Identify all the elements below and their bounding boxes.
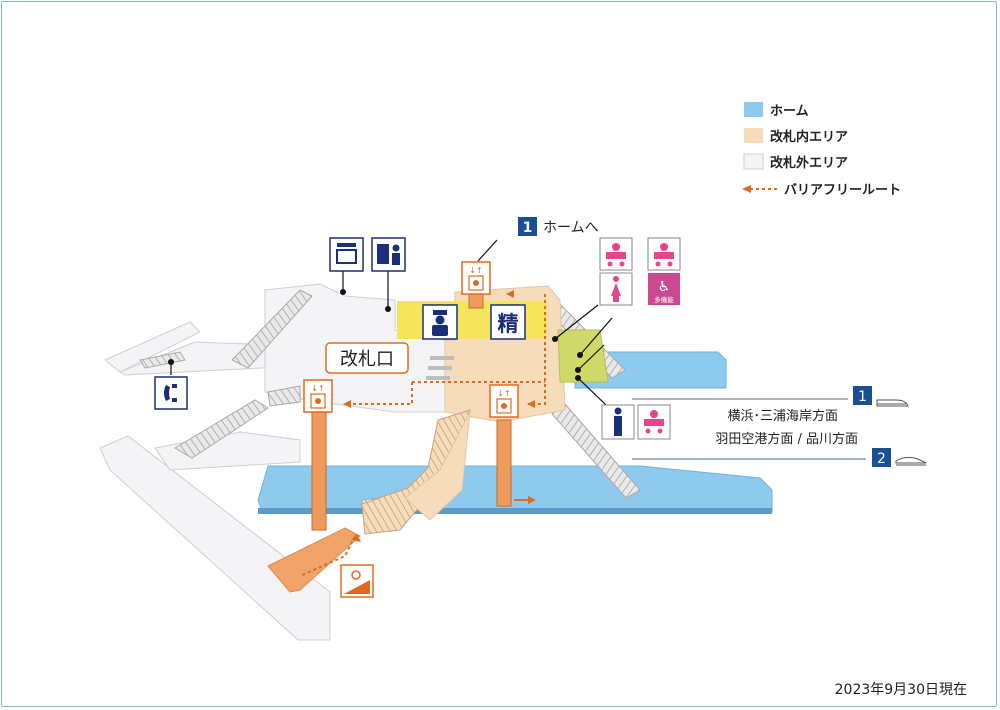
platform-1-direction-text: 横浜･三浦海岸方面 — [727, 408, 838, 424]
elevator-icon: ↓↑ — [489, 384, 519, 418]
station-staff-icon — [422, 304, 458, 340]
mens-restroom-icon — [601, 404, 635, 440]
elevator-icon: ↓↑ — [461, 261, 491, 295]
telephone-icon — [154, 376, 188, 410]
route-arrowheads — [343, 290, 536, 542]
to-platform-number: 1 — [523, 220, 533, 236]
ticket-gate-barriers — [426, 356, 454, 380]
svg-text:♿: ♿ — [658, 279, 671, 295]
train-icon — [895, 456, 927, 464]
elevator-shaft-top — [468, 293, 484, 309]
platform-1-number: 1 — [858, 389, 867, 405]
baby-changing-icon — [637, 404, 671, 440]
legend: ホーム 改札内エリア 改札外エリア バリアフリールート — [742, 102, 901, 198]
svg-text:↓↑: ↓↑ — [311, 384, 324, 393]
womens-restroom-icon — [599, 272, 633, 306]
ticket-gate-label: 改札口 — [340, 349, 394, 370]
restroom-block — [557, 329, 609, 383]
legend-platform: ホーム — [770, 104, 809, 119]
svg-text:↓↑: ↓↑ — [469, 266, 482, 275]
baby-changing-icon — [647, 237, 681, 271]
platform-2-direction-text: 羽田空港方面 / 品川方面 — [715, 431, 858, 447]
multipurpose-restroom-icon: ♿ 多機能 — [648, 273, 680, 305]
legend-outside-gate: 改札外エリア — [770, 155, 848, 171]
fare-adjust-label: 精 — [498, 312, 519, 336]
to-platform-label: 1 ホームへ — [518, 217, 599, 236]
platform-2-number: 2 — [877, 451, 886, 467]
slope-icon — [340, 564, 374, 598]
leader-lines — [170, 239, 613, 406]
fare-adjustment-icon: 精 — [490, 304, 526, 340]
elevator-shaft-right — [496, 419, 512, 507]
legend-inside-gate: 改札内エリア — [770, 129, 848, 145]
to-platform-text: ホームへ — [543, 220, 599, 236]
leader-dots — [168, 289, 583, 381]
elevator-shaft-left — [311, 411, 327, 531]
train-icon — [876, 399, 909, 407]
legend-barrier-free-route: バリアフリールート — [784, 183, 901, 198]
platform-2-direction: 2 羽田空港方面 / 品川方面 — [632, 431, 927, 467]
baby-changing-icon — [599, 237, 633, 271]
elevator-icon: ↓↑ — [303, 379, 333, 413]
svg-text:↓↑: ↓↑ — [497, 389, 510, 398]
ticket-gate-label-box: 改札口 — [325, 342, 409, 374]
date-note: 2023年9月30日現在 — [835, 682, 967, 698]
platform-lower — [257, 465, 773, 514]
ticket-machine-icon — [371, 237, 406, 272]
platform-1-direction: 1 横浜･三浦海岸方面 — [632, 386, 909, 424]
coin-locker-icon — [329, 237, 364, 272]
restroom-multi-label: 多機能 — [654, 295, 674, 304]
